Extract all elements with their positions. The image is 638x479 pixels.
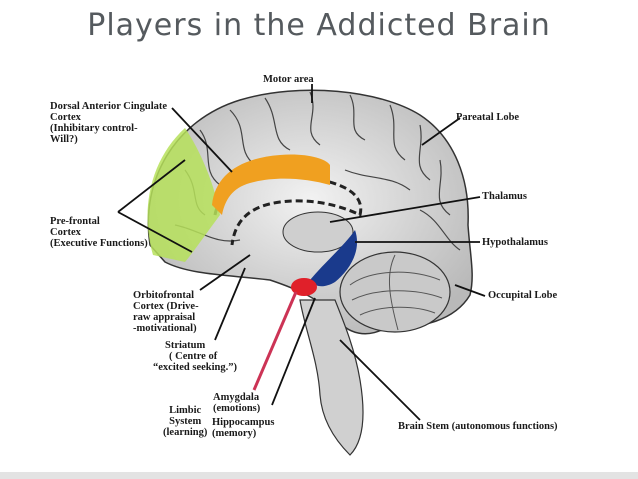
label-hypothalamus: Hypothalamus	[482, 237, 548, 248]
label-brain-stem: Brain Stem (autonomous functions)	[398, 421, 558, 432]
hypothalamus-region	[310, 230, 358, 287]
label-occipital-lobe: Occupital Lobe	[488, 290, 558, 301]
slide-title: Players in the Addicted Brain	[87, 8, 551, 43]
label-orbitofrontal-cortex: Orbitofrontal Cortex (Drive- raw apprais…	[133, 290, 199, 334]
label-limbic-system: Limbic System (learning)	[163, 405, 208, 438]
amygdala-region	[291, 278, 317, 296]
prefrontal-region	[147, 128, 220, 262]
label-thalamus: Thalamus	[482, 191, 527, 202]
label-striatum: Striatum ( Centre of “excited seeking.”)	[153, 340, 237, 373]
label-motor-area: Motor area	[263, 74, 314, 85]
label-parietal-lobe: Pareatal Lobe	[456, 112, 520, 123]
label-amygdala: Amygdala (emotions)	[213, 392, 261, 414]
thalamus-region	[282, 211, 354, 253]
cingulate-region	[212, 154, 330, 215]
bottom-rule	[0, 472, 638, 479]
brain-stem-shape	[299, 299, 364, 456]
label-prefrontal-cortex: Pre-frontal Cortex (Executive Functions)	[50, 216, 148, 249]
label-dorsal-anterior-cingulate: Dorsal Anterior Cingulate Cortex (Inhibi…	[50, 101, 168, 145]
cerebellum-folds	[349, 254, 443, 331]
amygdala-pointer	[252, 291, 298, 391]
leader-lines	[117, 84, 486, 421]
label-hippocampus: Hippocampus (memory)	[212, 417, 275, 439]
